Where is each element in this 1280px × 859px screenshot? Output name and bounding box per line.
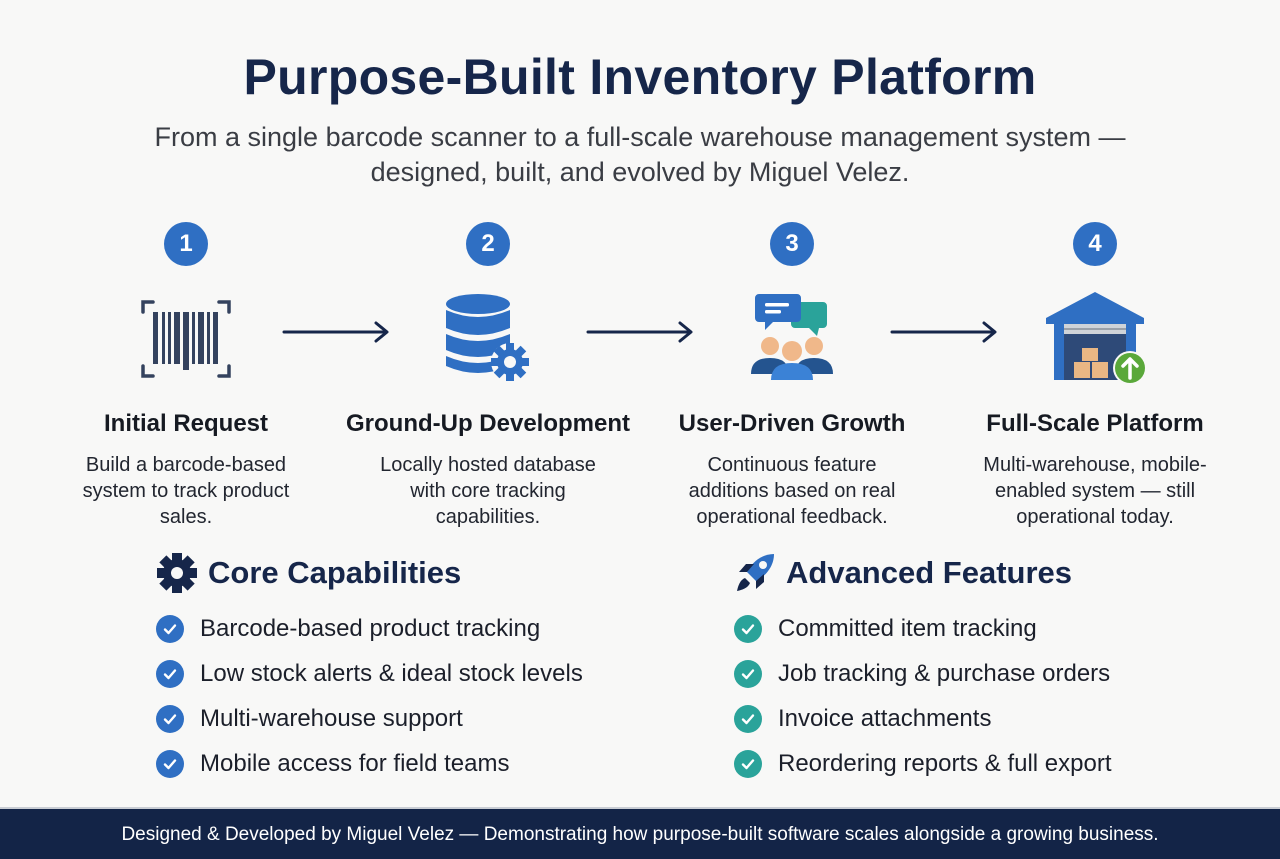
capability-item: Mobile access for field teams: [156, 741, 583, 786]
feature-label: Job tracking & purchase orders: [778, 659, 1111, 687]
step-number-badge: 4: [1073, 222, 1117, 266]
step-number-badge: 3: [770, 222, 814, 266]
step-full-scale-platform: 4 Full-Scale Platform Multi-warehouse, m…: [945, 222, 1245, 530]
check-circle-icon: [156, 749, 184, 778]
users-feedback-icon: [751, 294, 833, 380]
check-circle-icon: [734, 749, 762, 778]
capability-item: Low stock alerts & ideal stock levels: [156, 651, 583, 696]
check-circle-icon: [734, 614, 762, 643]
step-description: Continuous feature additions based on re…: [688, 454, 896, 528]
step-description: Build a barcode-based system to track pr…: [82, 454, 290, 528]
feature-item: Job tracking & purchase orders: [734, 651, 1112, 696]
step-initial-request: 1 Initial Request Build a barcode-based …: [36, 222, 336, 530]
capability-label: Low stock alerts & ideal stock levels: [200, 659, 583, 687]
section-heading: Advanced Features: [786, 555, 1072, 590]
barcode-scanner-icon: [141, 300, 231, 378]
check-circle-icon: [156, 704, 184, 733]
footer-banner: Designed & Developed by Miguel Velez — D…: [0, 807, 1280, 859]
feature-item: Invoice attachments: [734, 696, 1112, 741]
arrow-right-icon: [282, 321, 389, 343]
step-title: Ground-Up Development: [345, 410, 630, 437]
step-title: Full-Scale Platform: [986, 410, 1204, 437]
capability-item: Multi-warehouse support: [156, 696, 583, 741]
feature-label: Reordering reports & full export: [778, 749, 1112, 777]
feature-label: Invoice attachments: [778, 704, 992, 732]
step-number-badge: 2: [466, 222, 510, 266]
core-capabilities-section: Core Capabilities Barcode-based product …: [156, 548, 583, 786]
step-description: Multi-warehouse, mobile-enabled system —…: [983, 454, 1207, 528]
capability-label: Multi-warehouse support: [200, 704, 463, 732]
check-circle-icon: [156, 614, 184, 643]
feature-item: Reordering reports & full export: [734, 741, 1112, 786]
step-ground-up-development: 2 Ground-Up Development Locally hosted d…: [338, 222, 638, 530]
advanced-features-section: Advanced Features Committed item trackin…: [734, 548, 1112, 786]
check-circle-icon: [156, 659, 184, 688]
capability-label: Barcode-based product tracking: [200, 614, 541, 642]
check-circle-icon: [734, 704, 762, 733]
step-title: User-Driven Growth: [678, 410, 906, 437]
page-subtitle: From a single barcode scanner to a full-…: [154, 122, 1126, 187]
warehouse-upgrade-icon: [1046, 292, 1147, 385]
page-title: Purpose-Built Inventory Platform: [243, 49, 1037, 105]
rocket-icon: [737, 554, 774, 591]
capability-item: Barcode-based product tracking: [156, 606, 583, 651]
capability-label: Mobile access for field teams: [200, 749, 510, 777]
step-user-driven-growth: 3 User-Driven Growth Continuous feature …: [642, 222, 942, 530]
check-circle-icon: [734, 659, 762, 688]
feature-item: Committed item tracking: [734, 606, 1112, 651]
database-gear-icon: [446, 294, 529, 381]
feature-label: Committed item tracking: [778, 614, 1037, 642]
step-number-badge: 1: [164, 222, 208, 266]
step-description: Locally hosted database with core tracki…: [380, 454, 596, 528]
section-heading: Core Capabilities: [208, 555, 462, 590]
gear-icon: [157, 553, 197, 593]
arrow-right-icon: [890, 321, 997, 343]
step-title: Initial Request: [103, 410, 269, 437]
arrow-right-icon: [586, 321, 693, 343]
